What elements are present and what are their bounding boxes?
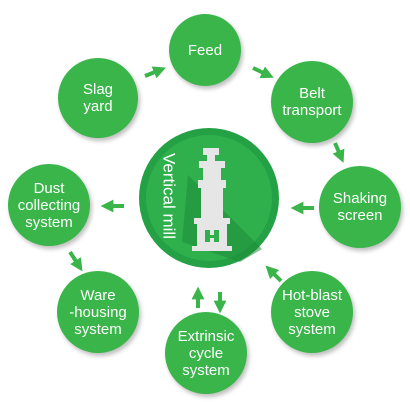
- node-feed: Feed: [169, 14, 241, 86]
- node-label: Dust collecting system: [17, 179, 81, 231]
- node-label: Extrinsic cycle system: [177, 327, 235, 379]
- node-belt-transport: Belt transport: [271, 61, 353, 143]
- node-slag-yard: Slag yard: [58, 58, 138, 138]
- arrow-dust-collecting-to-warehousing: [68, 250, 83, 272]
- vertical-mill-center: Vertical mill: [139, 128, 279, 268]
- node-label: Belt transport: [282, 85, 342, 119]
- arrow-slag-yard-to-feed: [144, 66, 166, 79]
- arrow-hot-blast-stove-to-vertical-mill: [265, 265, 283, 283]
- node-label: Feed: [187, 41, 223, 59]
- node-label: Ware -housing system: [69, 286, 127, 338]
- node-hot-blast-stove-system: Hot-blast stove system: [271, 271, 353, 353]
- node-label: Shaking screen: [332, 190, 388, 224]
- node-label: Hot-blast stove system: [281, 286, 343, 338]
- node-dust-collecting-system: Dust collecting system: [8, 164, 90, 246]
- node-warehousing-system: Ware -housing system: [57, 271, 139, 353]
- arrow-feed-to-belt-transport: [252, 66, 274, 79]
- node-label: Slag yard: [82, 81, 114, 115]
- arrow-belt-transport-to-shaking-screen: [332, 142, 345, 163]
- vertical-mill-icon: [192, 148, 232, 251]
- node-shaking-screen: Shaking screen: [319, 166, 401, 248]
- flow-arrows: [68, 66, 345, 314]
- center-label: Vertical mill: [160, 153, 179, 239]
- node-extrinsic-cycle-system: Extrinsic cycle system: [165, 312, 247, 394]
